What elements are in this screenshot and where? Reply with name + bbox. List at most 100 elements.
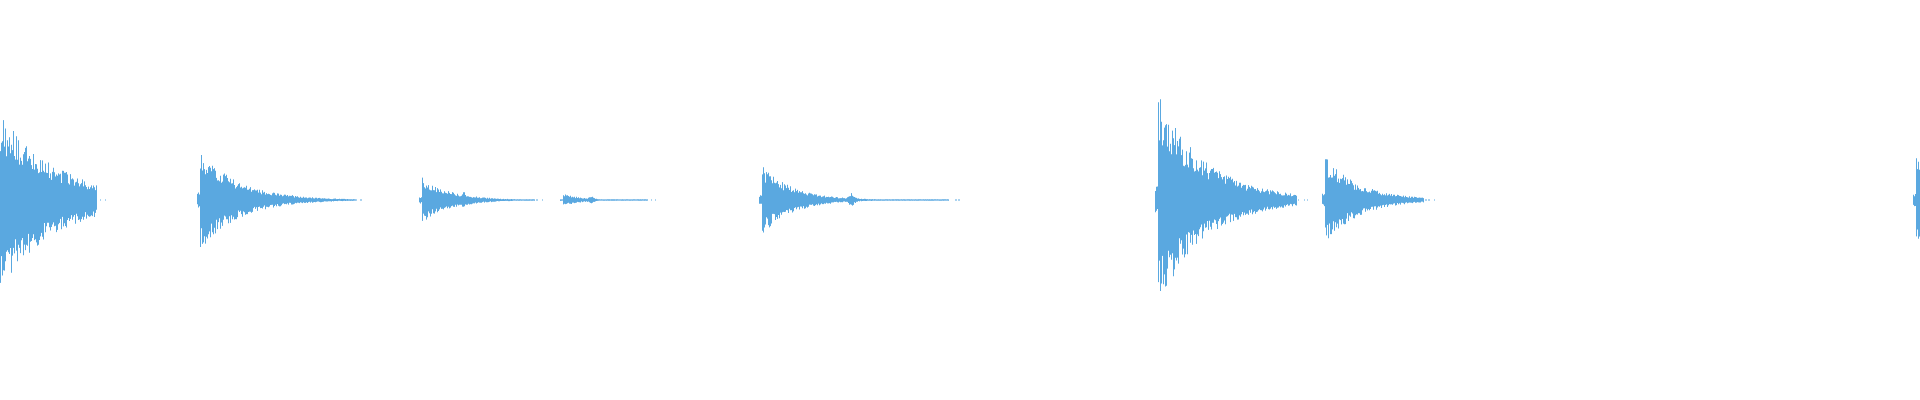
waveform-noise-dot xyxy=(840,199,842,201)
waveform-noise-dot xyxy=(568,199,569,201)
waveform-noise-dot xyxy=(1271,199,1272,201)
waveform-noise-dot xyxy=(766,199,768,201)
waveform-noise-dot xyxy=(620,199,622,201)
waveform-noise-dot xyxy=(310,199,312,201)
waveform-noise-dot xyxy=(1388,199,1389,201)
waveform-noise-dot xyxy=(262,199,263,201)
waveform-noise-dot xyxy=(513,199,514,201)
waveform-noise-dot xyxy=(217,199,219,201)
waveform-noise-dot xyxy=(470,199,471,201)
waveform-noise-dot xyxy=(504,199,506,201)
waveform-noise-dot xyxy=(610,199,611,201)
waveform-noise-dot xyxy=(36,199,38,201)
waveform-noise-dot xyxy=(958,199,960,201)
waveform-noise-dot xyxy=(1916,199,1917,201)
waveform-noise-dot xyxy=(889,199,890,201)
waveform-noise-dot xyxy=(878,199,880,201)
waveform-noise-dot xyxy=(346,199,347,201)
waveform-noise-dot xyxy=(465,199,466,201)
waveform-track xyxy=(0,99,1920,291)
waveform-noise-dot xyxy=(463,199,465,201)
waveform-noise-dot xyxy=(67,199,68,201)
waveform-noise-dot xyxy=(869,199,870,201)
waveform-noise-dot xyxy=(1158,199,1159,201)
waveform-noise-dot xyxy=(433,199,434,201)
waveform-noise-dot xyxy=(304,199,306,201)
waveform-noise-dot xyxy=(866,199,868,201)
waveform-noise-dot xyxy=(655,199,656,201)
waveform-noise-dot xyxy=(542,199,543,201)
waveform-noise-dot xyxy=(913,199,914,201)
waveform-noise-dot xyxy=(647,199,648,201)
waveform-noise-dot xyxy=(563,199,565,201)
waveform-noise-dot xyxy=(482,199,484,201)
waveform-noise-dot xyxy=(1232,199,1234,201)
waveform-noise-dot xyxy=(1325,199,1326,201)
waveform-noise-dot xyxy=(617,199,619,201)
waveform-noise-dot xyxy=(1237,199,1238,201)
waveform-noise-dot xyxy=(1391,199,1393,201)
waveform-noise-dot xyxy=(836,199,838,201)
waveform-noise-dot xyxy=(105,199,106,201)
waveform-noise-dot xyxy=(1425,199,1427,201)
waveform-noise-dot xyxy=(909,199,911,201)
waveform-noise-dot xyxy=(487,199,489,201)
waveform-noise-dot xyxy=(784,199,786,201)
waveform-noise-dot xyxy=(1341,199,1343,201)
waveform-noise-dot xyxy=(499,199,500,201)
waveform-noise-dot xyxy=(634,199,636,201)
waveform-noise-dot xyxy=(858,199,859,201)
waveform-noise-dot xyxy=(1397,199,1399,201)
waveform-noise-dot xyxy=(422,199,424,201)
waveform-noise-dot xyxy=(806,199,808,201)
waveform-noise-dot xyxy=(287,199,288,201)
waveform-noise-dot xyxy=(1183,199,1185,201)
waveform-noise-dot xyxy=(60,199,61,201)
waveform-noise-dot xyxy=(272,199,273,201)
waveform-noise-dot xyxy=(79,199,80,201)
waveform-noise-dot xyxy=(536,199,538,201)
waveform-noise-dot xyxy=(851,199,853,201)
waveform-noise-dot xyxy=(1173,199,1174,201)
waveform-noise-dot xyxy=(1256,199,1257,201)
waveform-noise-dot xyxy=(0,199,1,201)
waveform-noise-dot xyxy=(843,199,845,201)
waveform-noise-dot xyxy=(229,199,230,201)
waveform-noise-dot xyxy=(1278,199,1280,201)
waveform-noise-dot xyxy=(1223,199,1225,201)
waveform-noise-dot xyxy=(1383,199,1384,201)
waveform-noise-dot xyxy=(1334,199,1336,201)
waveform-noise-dot xyxy=(1194,199,1195,201)
waveform-noise-dot xyxy=(1293,199,1295,201)
waveform-noise-dot xyxy=(816,199,818,201)
waveform-noise-dot xyxy=(875,199,876,201)
waveform-noise-dot xyxy=(1188,199,1189,201)
waveform-noise-dot xyxy=(1264,199,1266,201)
waveform-noise-dot xyxy=(1298,199,1299,201)
waveform-noise-dot xyxy=(1355,199,1357,201)
waveform-noise-dot xyxy=(427,199,429,201)
waveform-noise-dot xyxy=(468,199,469,201)
waveform-noise-dot xyxy=(360,199,362,201)
waveform-noise-dot xyxy=(1273,199,1275,201)
waveform-noise-dot xyxy=(340,199,341,201)
waveform-noise-dot xyxy=(265,199,267,201)
waveform-noise-dot xyxy=(210,199,212,201)
waveform-noise-dot xyxy=(810,199,811,201)
waveform-noise-dot xyxy=(476,199,477,201)
waveform-noise-dot xyxy=(608,199,610,201)
waveform-noise-dot xyxy=(1418,199,1420,201)
waveform-noise-dot xyxy=(206,199,208,201)
waveform-noise-dot xyxy=(1267,199,1269,201)
waveform-noise-dot xyxy=(830,199,831,201)
waveform-noise-dot xyxy=(509,199,510,201)
waveform-noise-dot xyxy=(1201,199,1202,201)
waveform-noise-dot xyxy=(20,199,22,201)
waveform-noise-dot xyxy=(926,199,928,201)
waveform-noise-dot xyxy=(941,199,942,201)
waveform-noise-dot xyxy=(594,199,595,201)
waveform-noise-dot xyxy=(876,199,877,201)
waveform-noise-dot xyxy=(343,199,345,201)
waveform-noise-dot xyxy=(492,199,494,201)
